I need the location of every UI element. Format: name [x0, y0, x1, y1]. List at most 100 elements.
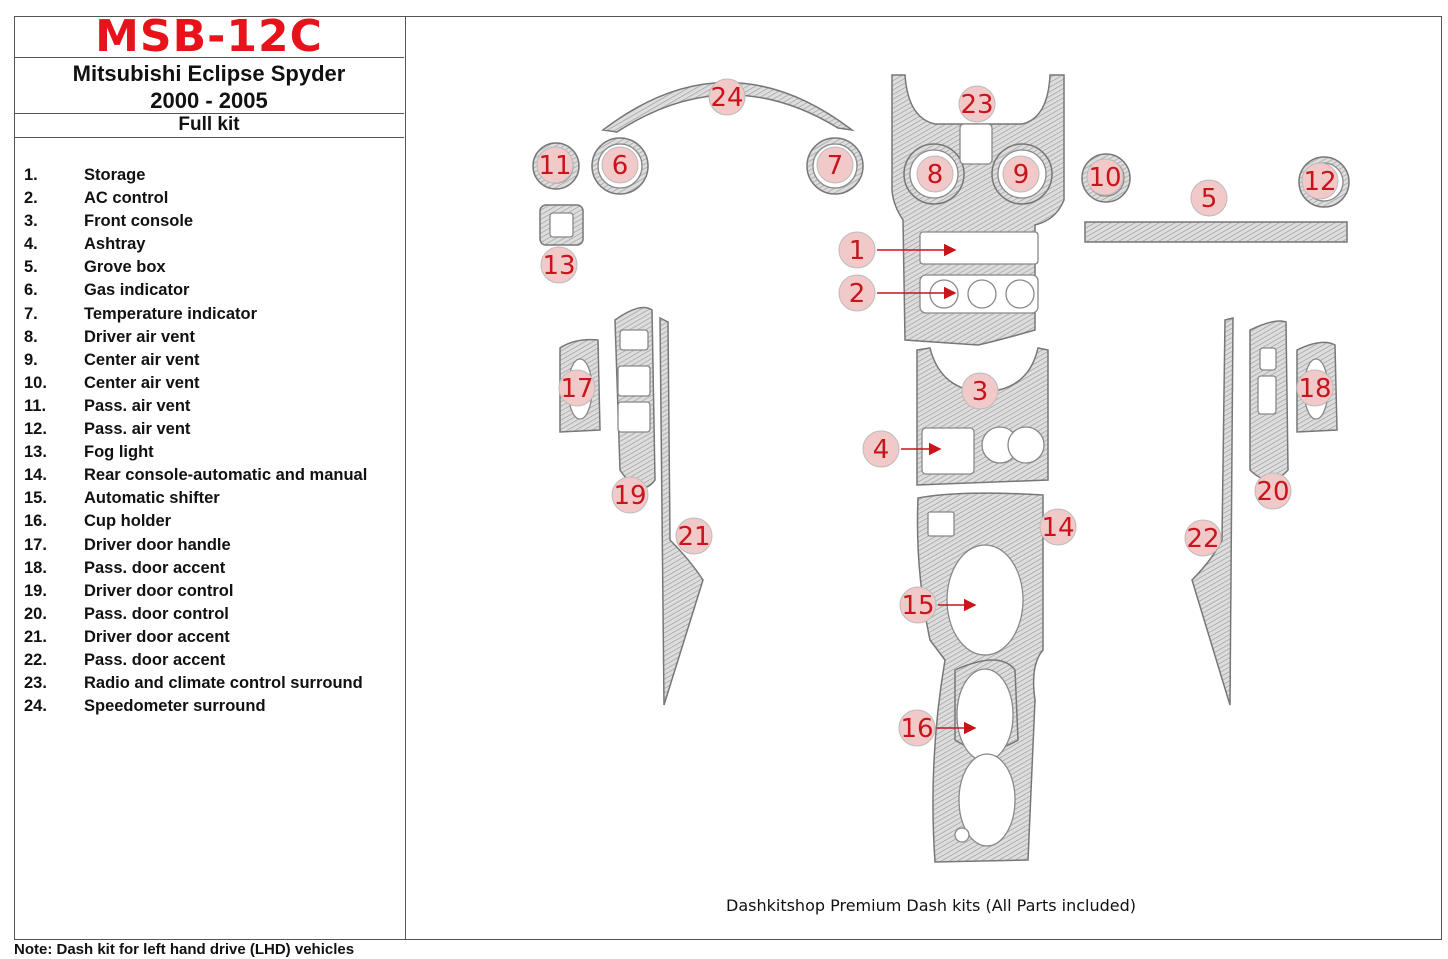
part-number: 6.	[24, 281, 38, 300]
callout-label: 1	[849, 236, 866, 266]
callout-circle	[558, 369, 596, 407]
part-name: Storage	[84, 166, 146, 184]
part-list-item: 13.Fog light	[24, 441, 399, 464]
callout-badge: 24	[708, 78, 746, 116]
part-number: 19.	[24, 581, 47, 600]
divider	[14, 113, 404, 114]
callout-circle	[958, 85, 996, 123]
glove-box-strip-shape	[1084, 221, 1348, 243]
parts-legend-panel: MSB-12C Mitsubishi Eclipse Spyder 2000 -…	[14, 11, 406, 940]
callout-badge: 9	[1002, 155, 1040, 193]
callout-circle	[838, 231, 876, 269]
part-name: Rear console-automatic and manual	[84, 466, 368, 485]
callout-circle	[899, 586, 937, 624]
callout-circle	[1301, 162, 1339, 200]
cup-holder-cutout-top	[956, 668, 1014, 762]
part-name: Ashtray	[84, 235, 146, 254]
speedometer-surround-shape	[601, 81, 855, 133]
driver-door-accent-shape	[659, 316, 704, 706]
part-list-item: 19. Driver door control	[24, 580, 399, 603]
callout-label: 22	[1186, 524, 1219, 554]
window-switch-cutout-3	[617, 401, 651, 433]
callout-badge: 22	[1184, 519, 1222, 557]
part-number: 12.	[24, 420, 47, 439]
part-name: AC control	[84, 189, 169, 208]
callout-badge: 18	[1296, 369, 1334, 407]
part-name: Driver air vent	[84, 327, 195, 346]
part-name: Driver door control	[84, 581, 234, 600]
part-list-item: 5.Grove box	[24, 256, 399, 279]
part-number: 7.	[24, 304, 38, 323]
callout-badge: 12	[1301, 162, 1339, 200]
callout-label: 6	[612, 151, 629, 181]
part-name: Front console	[84, 212, 194, 231]
callout-badge: 2	[838, 274, 876, 312]
callout-label: 14	[1041, 513, 1074, 543]
part-number: 15.	[24, 489, 47, 508]
part-name: Grove box	[84, 258, 166, 277]
part-name: Cup holder	[84, 512, 172, 531]
callout-label: 2	[849, 279, 866, 309]
callout-circle	[540, 246, 578, 284]
callout-circle	[838, 274, 876, 312]
callout-badge: 17	[558, 369, 596, 407]
part-name: Pass. door control	[84, 604, 229, 623]
part-number: 13.	[24, 443, 47, 462]
part-number: 2.	[24, 189, 38, 208]
callout-circle	[1254, 472, 1292, 510]
callout-circle	[916, 155, 954, 193]
callout-badge: 15	[899, 586, 937, 624]
part-number: 21.	[24, 627, 47, 646]
part-name: Center air vent	[84, 350, 200, 369]
callout-circle	[1002, 155, 1040, 193]
part-number: 20.	[24, 604, 47, 623]
callout-label: 15	[901, 591, 934, 621]
part-number: 23.	[24, 674, 47, 693]
callout-circle	[1184, 519, 1222, 557]
product-code: MSB-12C	[95, 11, 323, 62]
part-number: 8.	[24, 327, 38, 346]
callout-label: 23	[960, 90, 993, 120]
part-list-item: 15. Automatic shifter	[24, 487, 399, 510]
callout-label: 5	[1201, 184, 1218, 214]
callout-badge: 3	[961, 372, 999, 410]
fog-light-hole	[549, 212, 574, 238]
callout-circle	[611, 476, 649, 514]
ashtray-cutout	[921, 427, 975, 475]
part-list-item: 2. AC control	[24, 187, 399, 210]
part-list-item: 22.Pass. door accent	[24, 649, 399, 672]
part-name: Automatic shifter	[84, 489, 220, 508]
callout-badge: 20	[1254, 472, 1292, 510]
ac-knob-left	[929, 279, 959, 309]
callout-circle	[898, 709, 936, 747]
callout-badge: 4	[862, 430, 900, 468]
callout-label: 13	[542, 251, 575, 281]
callout-badge: 7	[816, 146, 854, 184]
pass-window-switch-1	[1259, 347, 1277, 371]
part-number: 24.	[24, 697, 47, 716]
callout-circle	[536, 146, 574, 184]
callout-label: 24	[710, 83, 743, 113]
part-name: Temperature indicator	[84, 304, 257, 323]
part-number: 16.	[24, 512, 47, 531]
callout-circle	[961, 372, 999, 410]
callout-badge: 10	[1086, 158, 1124, 196]
part-list-item: 4.Ashtray	[24, 233, 399, 256]
part-number: 1.	[24, 166, 38, 184]
part-list-item: 11.Pass. air vent	[24, 395, 399, 418]
part-list-item: 6.Gas indicator	[24, 279, 399, 302]
callout-label: 16	[900, 714, 933, 744]
kit-type: Full kit	[178, 114, 240, 135]
callout-label: 18	[1298, 374, 1331, 404]
callout-circle	[1086, 158, 1124, 196]
part-number: 3.	[24, 212, 38, 231]
part-list-item: 7. Temperature indicator	[24, 303, 399, 326]
vehicle-model: Mitsubishi Eclipse Spyder	[72, 61, 346, 86]
callout-circle	[816, 146, 854, 184]
part-name: Pass. air vent	[84, 396, 191, 415]
callout-label: 20	[1256, 477, 1289, 507]
divider	[14, 137, 404, 138]
callout-label: 21	[677, 522, 710, 552]
callout-label: 7	[827, 151, 844, 181]
